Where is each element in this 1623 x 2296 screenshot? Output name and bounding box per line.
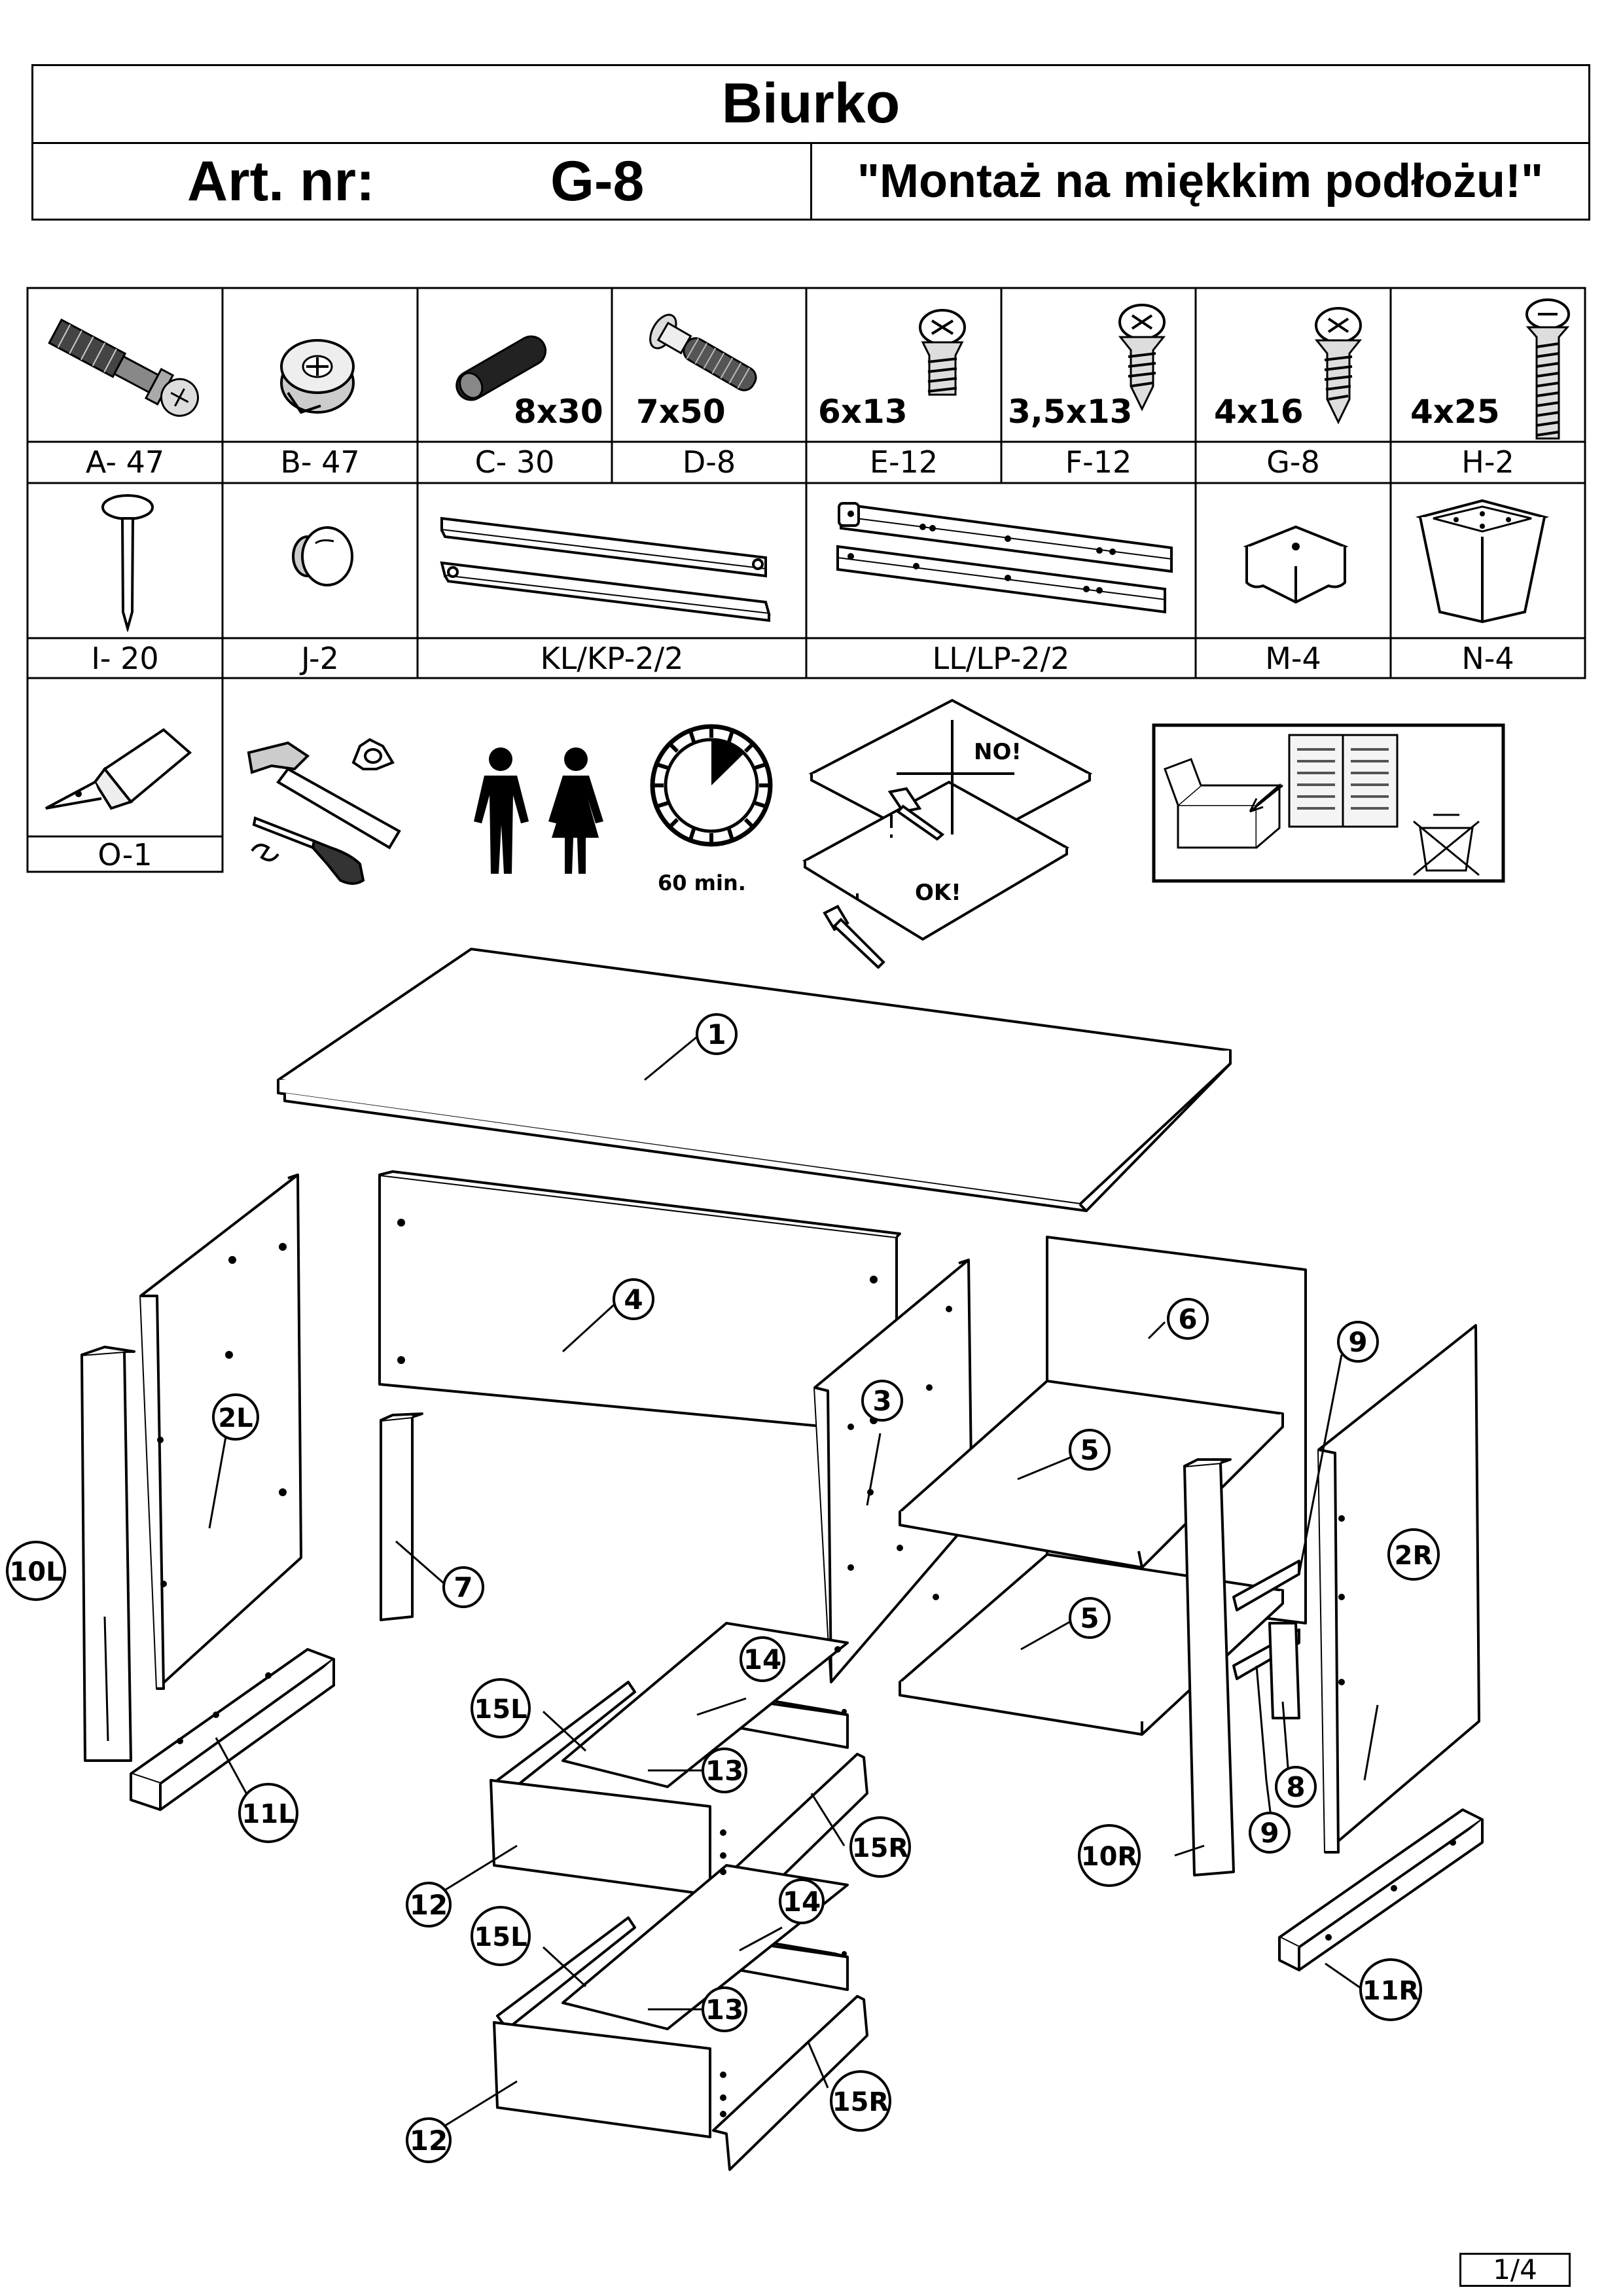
hardware-label-kl-kp: KL/KP-2/2 — [540, 641, 684, 676]
part-10l: 10L — [9, 1557, 62, 1587]
hardware-label-n: N-4 — [1461, 641, 1514, 676]
glue-tube-icon — [45, 728, 192, 810]
cam-dowel-icon — [48, 318, 199, 417]
part-13-lower: 13 — [705, 1994, 743, 2026]
part-12-upper: 12 — [410, 1889, 448, 1921]
header-note-box: "Montaż na miękkim podłożu!" — [810, 142, 1590, 221]
hardware-label-f: F-12 — [1065, 444, 1132, 480]
foot-cup-icon — [1415, 499, 1550, 624]
wood-screw-icon — [1314, 307, 1363, 425]
part-4: 4 — [624, 1283, 643, 1316]
size-label-e: 6x13 — [818, 393, 908, 431]
clock-icon — [650, 724, 773, 847]
part-1: 1 — [707, 1018, 726, 1050]
packaging-disposal-icon — [1152, 723, 1505, 883]
euro-screw-icon — [919, 309, 966, 396]
drawer-runner-icon — [440, 516, 771, 622]
hardware-label-b: B- 47 — [280, 444, 360, 480]
hardware-table-grid — [26, 287, 1586, 873]
part-3: 3 — [872, 1385, 891, 1417]
part-9-upper: 9 — [1348, 1326, 1367, 1358]
size-label-f: 3,5x13 — [1008, 393, 1133, 431]
wood-dowel-icon — [455, 335, 547, 401]
assembly-note: "Montaż na miękkim podłożu!" — [857, 155, 1544, 207]
part-8: 8 — [1286, 1771, 1305, 1803]
header-article-box: Art. nr: G-8 — [31, 142, 812, 221]
soft-surface-diagram: NO! OK! — [802, 698, 1093, 969]
knob-icon — [292, 526, 353, 586]
part-12-lower: 12 — [410, 2125, 448, 2157]
wood-screw-icon — [1118, 304, 1166, 412]
page-number: 1/4 — [1493, 2253, 1537, 2286]
size-label-c: 8x30 — [514, 393, 603, 431]
part-14-upper: 14 — [743, 1643, 781, 1676]
hardware-label-g: G-8 — [1266, 444, 1320, 480]
part-13-upper: 13 — [705, 1755, 743, 1787]
two-persons-icon — [474, 747, 603, 874]
part-2r: 2R — [1395, 1541, 1433, 1571]
hardware-label-e: E-12 — [869, 444, 938, 480]
hardware-label-c: C- 30 — [474, 444, 555, 480]
part-6: 6 — [1178, 1303, 1197, 1335]
part-15l-upper: 15L — [474, 1695, 527, 1725]
confirmat-screw-icon — [649, 314, 757, 391]
exploded-assembly-diagram: 1 2L 10L 11L 4 7 3 6 5 5 9 2R 8 9 10R 11… — [6, 948, 1484, 2171]
assembly-time: 60 min. — [658, 870, 746, 895]
cabinet-runner-icon — [836, 502, 1173, 614]
machine-screw-icon — [1525, 298, 1570, 440]
hardware-label-ll-lp: LL/LP-2/2 — [932, 641, 1070, 676]
tools-icon — [247, 738, 401, 885]
hardware-label-m: M-4 — [1265, 641, 1321, 676]
hardware-label-o: O-1 — [98, 837, 152, 872]
part-15r-lower: 15R — [832, 2087, 889, 2117]
ok-label: OK! — [915, 880, 961, 906]
article-number: G-8 — [550, 150, 645, 213]
hardware-label-d: D-8 — [682, 444, 736, 480]
part-11l: 11L — [241, 1799, 294, 1829]
part-7: 7 — [454, 1571, 473, 1604]
part-15l-lower: 15L — [474, 1922, 527, 1952]
document-title: Biurko — [721, 72, 901, 135]
part-2l: 2L — [218, 1403, 253, 1433]
part-15r-upper: 15R — [852, 1833, 908, 1863]
no-label: NO! — [974, 739, 1022, 765]
size-label-h: 4x25 — [1410, 393, 1500, 431]
hardware-label-a: A- 47 — [85, 444, 165, 480]
article-label: Art. nr: — [187, 150, 375, 213]
part-5-lower: 5 — [1080, 1602, 1099, 1634]
hardware-label-h: H-2 — [1461, 444, 1514, 480]
hardware-label-j: J-2 — [301, 641, 339, 676]
nail-icon — [101, 494, 154, 632]
part-5-upper: 5 — [1080, 1434, 1099, 1466]
cam-lock-icon — [280, 339, 355, 414]
size-label-d: 7x50 — [636, 393, 726, 431]
size-label-g: 4x16 — [1214, 393, 1304, 431]
foot-pad-icon — [1243, 525, 1349, 604]
hardware-label-i: I- 20 — [91, 641, 159, 676]
part-10r: 10R — [1081, 1842, 1137, 1872]
part-14-lower: 14 — [783, 1886, 821, 1918]
page-number-box: 1/4 — [1459, 2253, 1571, 2287]
part-9-lower: 9 — [1260, 1817, 1279, 1849]
part-11r: 11R — [1363, 1976, 1419, 2006]
